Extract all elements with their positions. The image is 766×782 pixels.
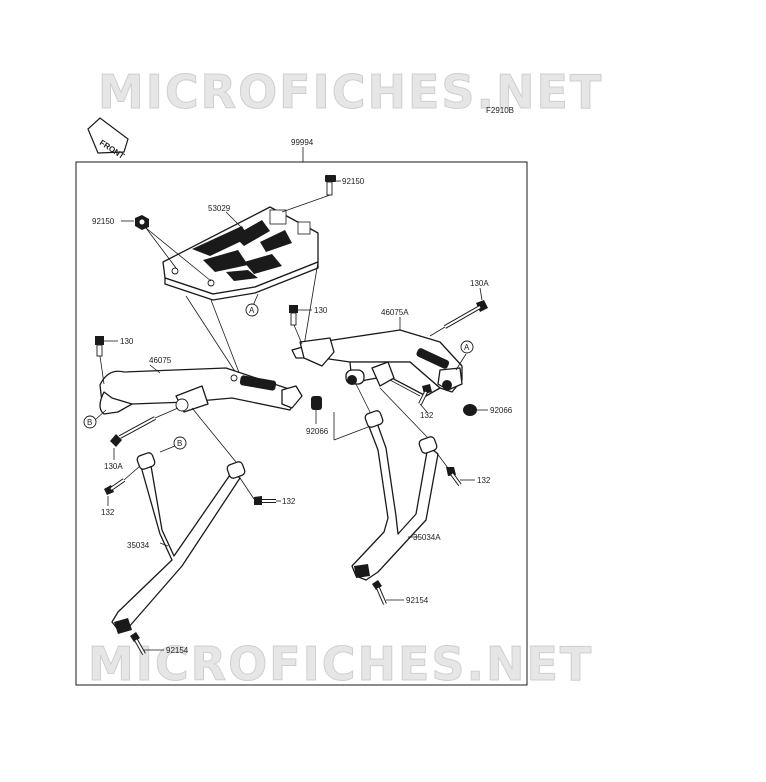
assembly-number: 99994 — [291, 138, 314, 147]
bracket-46075 — [99, 367, 303, 415]
callout-92066-right: 92066 — [490, 406, 513, 415]
ref-marker-b-center — [173, 436, 187, 450]
callout-130-left: 130 — [120, 337, 134, 346]
callout-132-center: 132 — [420, 411, 434, 420]
callout-35034a: 35034A — [413, 533, 441, 542]
nut-92150-left — [135, 215, 149, 230]
callout-92154-left: 92154 — [166, 646, 189, 655]
bolt-132-left — [104, 478, 126, 495]
callout-132-right: 132 — [477, 476, 491, 485]
bumper-92066-right — [463, 404, 477, 416]
callout-92150-top: 92150 — [342, 177, 365, 186]
assembly-frame — [75, 161, 528, 686]
callout-132-left: 132 — [101, 508, 115, 517]
callout-46075: 46075 — [149, 356, 172, 365]
top-plate-53029 — [162, 206, 319, 301]
callout-92066-center: 92066 — [306, 427, 329, 436]
ref-marker-b-left-label: B — [87, 418, 92, 427]
callout-130a-right: 130A — [470, 279, 489, 288]
ref-marker-b-left — [83, 415, 97, 429]
bolt-92150-top — [325, 175, 336, 196]
callout-130-center: 130 — [314, 306, 328, 315]
bolt-130-center — [289, 305, 298, 326]
callout-46075a: 46075A — [381, 308, 409, 317]
ref-marker-b-center-label: B — [177, 439, 182, 448]
callout-132-lower: 132 — [282, 497, 296, 506]
ref-marker-a-right-label: A — [464, 343, 470, 352]
bolt-130a-right — [444, 300, 488, 329]
watermark-bottom: MICROFICHES.NET — [88, 637, 593, 691]
ref-marker-a-right — [460, 340, 474, 354]
front-arrow-icon: FRONT — [87, 117, 129, 161]
bumper-92066-center — [311, 396, 322, 410]
bolt-132-right — [446, 467, 462, 487]
bolt-130a-left — [110, 416, 156, 447]
figure-code: F2910B — [486, 106, 514, 115]
bolt-130-left — [95, 336, 104, 357]
callout-130a-left: 130A — [104, 462, 123, 471]
leg-35034 — [111, 452, 246, 634]
bolt-92154-left — [130, 632, 146, 655]
ref-marker-a-top-label: A — [249, 306, 255, 315]
bolt-132-lower — [254, 496, 276, 505]
callout-35034: 35034 — [127, 541, 150, 550]
bolt-132-center — [418, 384, 432, 405]
leg-35034a — [351, 410, 439, 581]
ref-marker-a-top — [245, 303, 259, 317]
watermark-top: MICROFICHES.NET — [98, 65, 603, 119]
callout-53029: 53029 — [208, 204, 231, 213]
bolt-92154-right — [372, 580, 387, 605]
callout-92154-right: 92154 — [406, 596, 429, 605]
bracket-46075a — [291, 329, 463, 397]
callout-92150-left: 92150 — [92, 217, 115, 226]
